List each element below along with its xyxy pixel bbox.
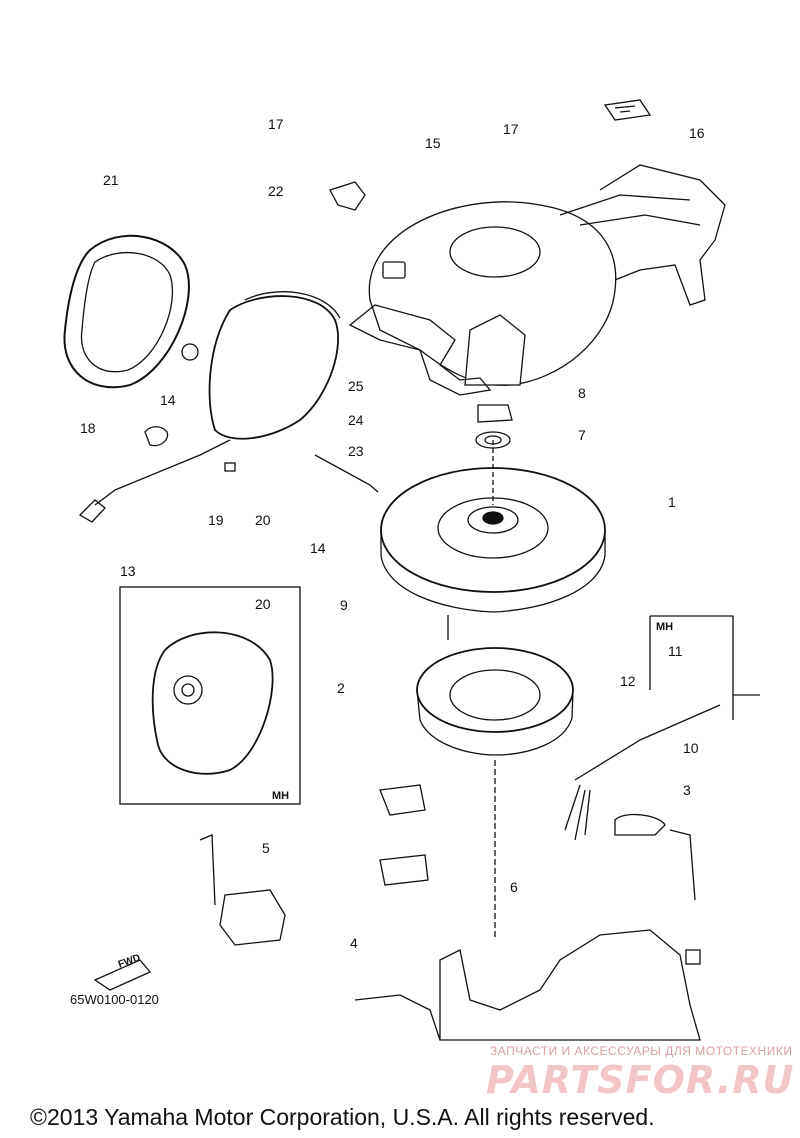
callout-4: 4 [350, 935, 358, 951]
callout-19: 19 [208, 512, 224, 528]
callout-21: 21 [103, 172, 119, 188]
callout-3: 3 [683, 782, 691, 798]
cowl-seal [63, 234, 190, 389]
callout-20: 20 [255, 512, 271, 528]
callout-12: 12 [620, 673, 636, 689]
inset-tag-right: MH [656, 621, 674, 633]
cover-bracket [329, 181, 492, 396]
wire-harness [564, 704, 721, 965]
callout-14-upper: 14 [160, 392, 176, 408]
diagram-code: 65W0100-0120 [70, 992, 159, 1007]
callout-14-lower: 14 [310, 540, 326, 556]
callout-13: 13 [120, 563, 136, 579]
callout-18: 18 [80, 420, 96, 436]
watermark-tagline: ЗАПЧАСТИ И АКСЕССУАРЫ ДЛЯ МОТОТЕХНИКИ [490, 1044, 793, 1058]
wiring-left [78, 439, 379, 523]
callout-8: 8 [578, 385, 586, 401]
callout-9: 9 [340, 597, 348, 613]
callout-10: 10 [683, 740, 699, 756]
callout-17-left: 17 [268, 116, 284, 132]
copyright-notice: ©2013 Yamaha Motor Corporation, U.S.A. A… [30, 1104, 655, 1130]
callout-15: 15 [425, 135, 441, 151]
watermark-logo: PARTSFOR.RU [486, 1058, 795, 1102]
inset-box-right [649, 615, 760, 720]
callout-20-inset: 20 [255, 596, 271, 612]
nut-and-washer [475, 404, 513, 449]
callout-1: 1 [668, 494, 676, 510]
callout-17-right: 17 [503, 121, 519, 137]
flywheel [380, 440, 606, 613]
stator [416, 615, 574, 940]
engine-base [93, 784, 701, 1041]
front-cover [144, 291, 341, 447]
callout-5: 5 [262, 840, 270, 856]
callout-25: 25 [348, 378, 364, 394]
callout-6: 6 [510, 879, 518, 895]
callout-11: 11 [668, 643, 683, 659]
callout-23: 23 [348, 443, 364, 459]
flywheel-cover [368, 99, 726, 386]
inset-box-left [119, 586, 301, 805]
callout-7: 7 [578, 427, 586, 443]
callout-24: 24 [348, 412, 364, 428]
callout-2: 2 [337, 680, 345, 696]
callout-16: 16 [689, 125, 705, 141]
inset-tag-left: MH [272, 790, 290, 802]
callout-22: 22 [268, 183, 284, 199]
